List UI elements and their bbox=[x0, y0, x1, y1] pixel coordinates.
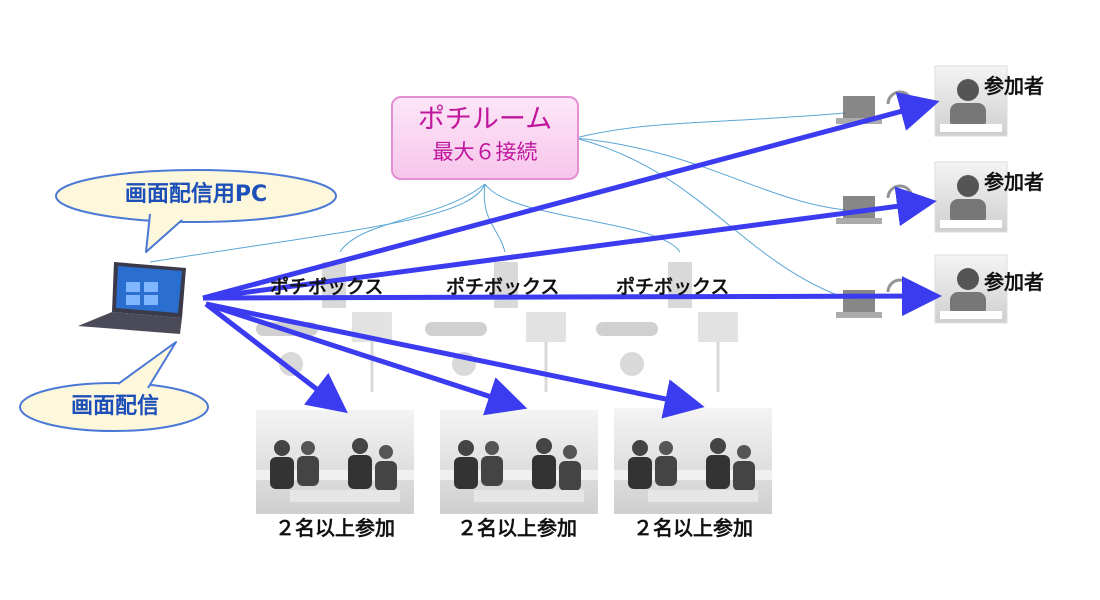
meeting-photo-1 bbox=[256, 410, 414, 514]
room-box: ポチルーム 最大６接続 bbox=[391, 96, 579, 180]
participant-photo-2 bbox=[934, 161, 1008, 233]
callout-pc-shape bbox=[55, 169, 337, 253]
participant-label-2: 参加者 bbox=[984, 170, 1044, 194]
participant-label-1: 参加者 bbox=[984, 74, 1044, 98]
arrow-to-group-2 bbox=[205, 301, 528, 416]
device-row-3 bbox=[596, 262, 738, 392]
camera-icon bbox=[425, 322, 487, 336]
box-unit bbox=[668, 262, 692, 308]
headset-icon bbox=[886, 90, 914, 105]
monitor-stand-icon bbox=[526, 312, 566, 342]
arrow-to-group-3 bbox=[205, 301, 705, 419]
monitor-stand-icon bbox=[698, 312, 738, 342]
participant-device-3 bbox=[836, 278, 914, 318]
laptop-icon bbox=[843, 290, 875, 312]
group-label-2: ２名以上参加 bbox=[457, 516, 577, 540]
callout-share-shape bbox=[19, 341, 209, 432]
meeting-photo-2 bbox=[440, 410, 598, 514]
group-label-3: ２名以上参加 bbox=[633, 516, 753, 540]
participant-photo-1 bbox=[934, 65, 1008, 137]
group-label-1: ２名以上参加 bbox=[275, 516, 395, 540]
box-label-1: ポチボックス bbox=[270, 276, 384, 298]
participant-photo-3 bbox=[934, 254, 1008, 324]
participant-label-3: 参加者 bbox=[984, 270, 1044, 294]
arrow-to-participant-3 bbox=[202, 276, 942, 317]
room-subtitle: 最大６接続 bbox=[432, 140, 538, 164]
box-unit bbox=[494, 262, 518, 308]
arrow-to-participant-2 bbox=[202, 186, 937, 301]
camera-icon bbox=[596, 322, 658, 336]
laptop-icon bbox=[78, 262, 186, 334]
box-unit bbox=[322, 262, 346, 308]
headset-icon bbox=[886, 184, 914, 199]
room-links bbox=[149, 112, 846, 299]
arrow-to-participant-1 bbox=[202, 92, 940, 301]
box-label-3: ポチボックス bbox=[616, 276, 730, 298]
meeting-photo-3 bbox=[614, 408, 772, 514]
callout-share: 画面配信 bbox=[70, 394, 159, 419]
arrow-to-group-1 bbox=[204, 302, 348, 414]
speaker-icon bbox=[279, 352, 303, 376]
headset-icon bbox=[886, 278, 914, 293]
laptop-icon bbox=[843, 96, 875, 118]
share-arrows bbox=[202, 92, 942, 419]
room-title: ポチルーム bbox=[417, 104, 553, 135]
speaker-icon bbox=[620, 352, 644, 376]
box-label-2: ポチボックス bbox=[446, 276, 560, 298]
callout-pc: 画面配信用PC bbox=[124, 182, 268, 207]
